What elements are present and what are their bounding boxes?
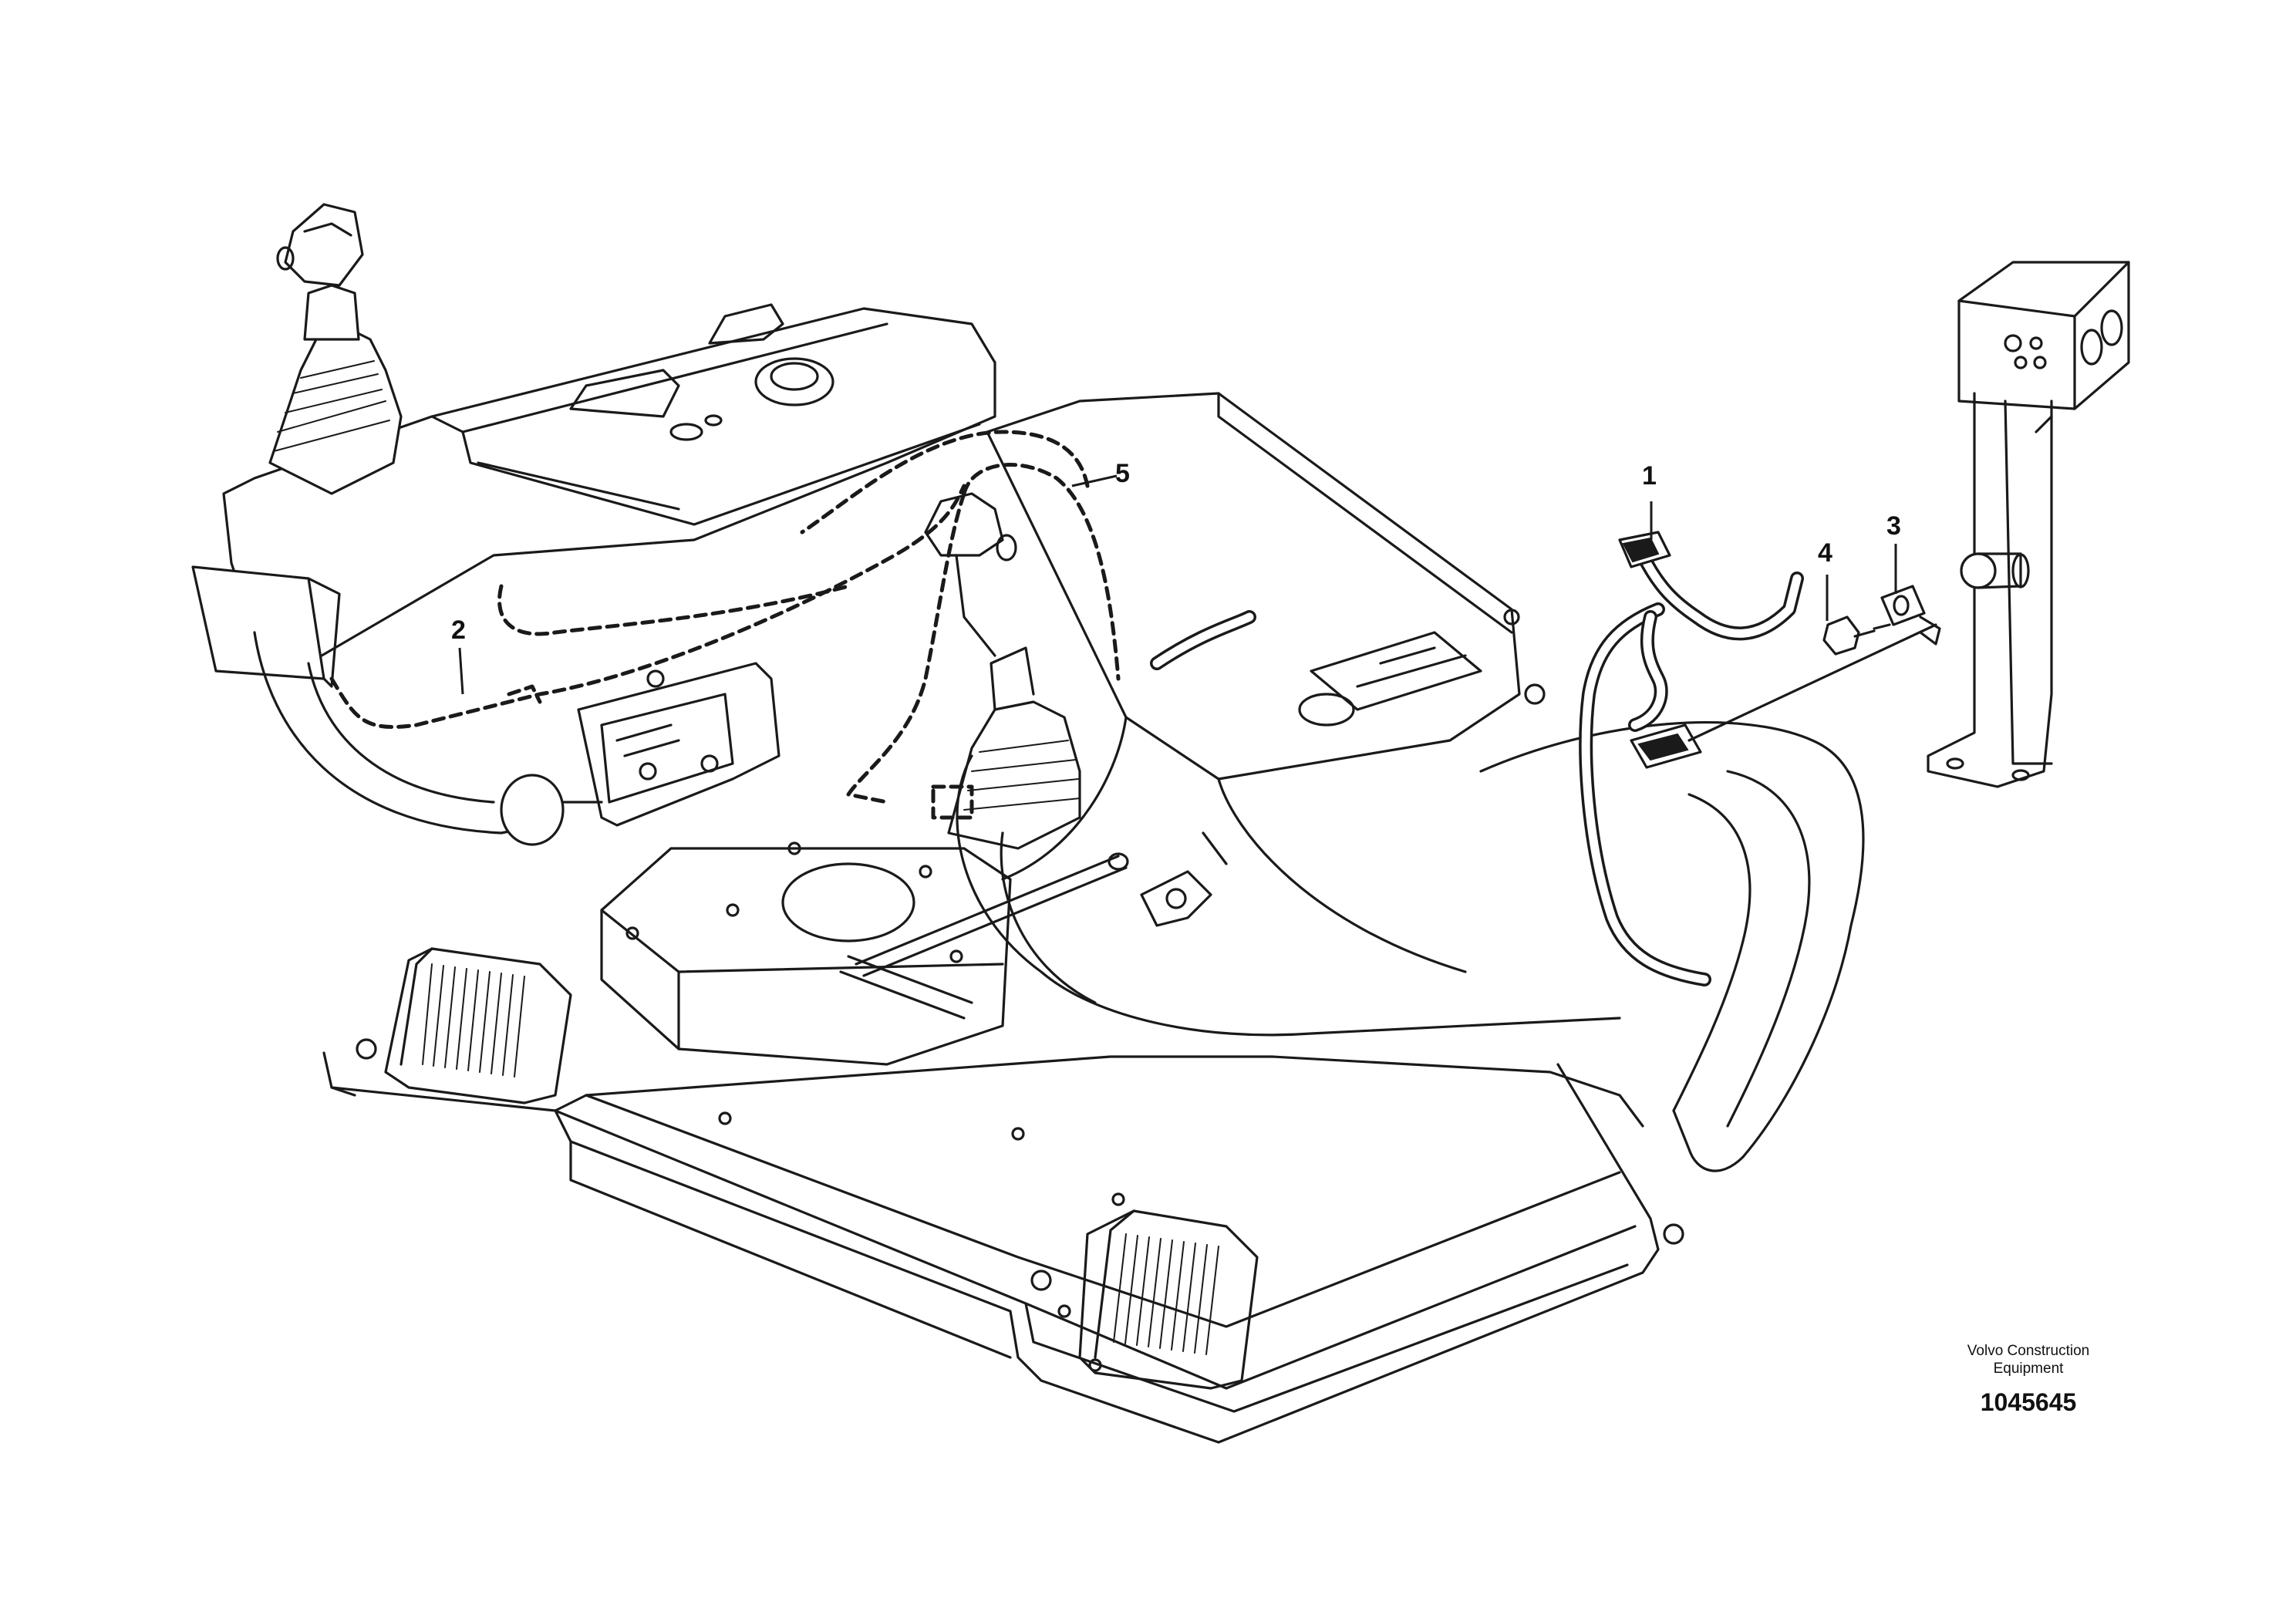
right-control-console bbox=[986, 392, 1546, 973]
bolt-item-4 bbox=[1822, 615, 1891, 656]
company-line-1: Volvo Construction bbox=[1967, 1343, 2090, 1359]
left-slide-rail bbox=[384, 947, 572, 1104]
company-name: Volvo Construction Equipment bbox=[1913, 1342, 2144, 1378]
left-mount-bracket bbox=[577, 662, 781, 827]
hvac-duct bbox=[1479, 721, 1865, 1172]
callout-4: 4 bbox=[1818, 538, 1832, 568]
company-line-2: Equipment bbox=[1993, 1361, 2064, 1377]
wire-harness-1 bbox=[1150, 531, 1937, 986]
center-mount-plate bbox=[600, 841, 1012, 1066]
callout-leaders bbox=[458, 474, 1897, 695]
callout-5: 5 bbox=[1115, 459, 1130, 488]
drawing-number: 1045645 bbox=[1980, 1388, 2077, 1416]
wire-harness-2 bbox=[329, 484, 966, 729]
callout-3: 3 bbox=[1886, 511, 1901, 541]
wire-harness-5 bbox=[800, 430, 1121, 820]
bracket-item-3 bbox=[1880, 585, 1941, 646]
right-joystick bbox=[855, 492, 1621, 1037]
right-slide-rail bbox=[1078, 1209, 1259, 1390]
left-joystick bbox=[268, 203, 403, 495]
callout-1: 1 bbox=[1642, 461, 1657, 491]
valve-block-stand bbox=[1927, 261, 2130, 788]
callout-2: 2 bbox=[451, 615, 466, 645]
left-control-console bbox=[191, 303, 996, 846]
seat-base-plate bbox=[322, 1038, 1684, 1444]
